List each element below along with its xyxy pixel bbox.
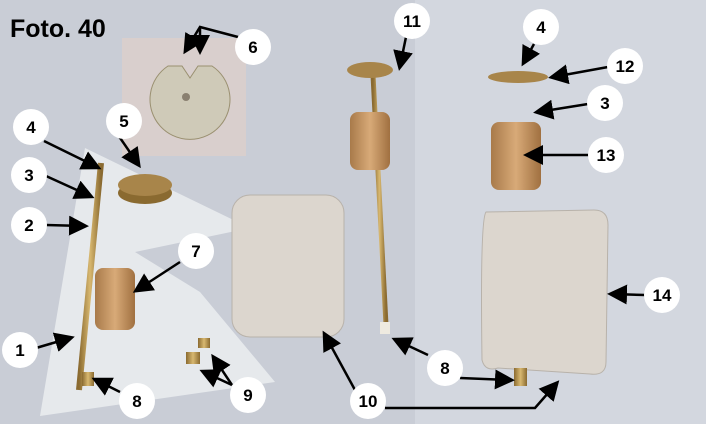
- callout-3-right: 3: [587, 85, 623, 121]
- callout-7: 7: [178, 233, 214, 269]
- svg-text:9: 9: [243, 386, 252, 405]
- callout-9: 9: [230, 377, 266, 413]
- brass-disc: [149, 65, 231, 140]
- callout-4-right: 4: [523, 9, 559, 45]
- callout-2: 2: [11, 207, 47, 243]
- callout-6: 6: [235, 29, 271, 65]
- svg-text:10: 10: [359, 392, 378, 411]
- svg-text:6: 6: [248, 38, 257, 57]
- callout-1: 1: [2, 332, 38, 368]
- callout-8-left: 8: [119, 383, 155, 419]
- svg-text:7: 7: [191, 242, 200, 261]
- svg-text:12: 12: [616, 57, 635, 76]
- svg-text:14: 14: [653, 286, 672, 305]
- center-wood: [350, 112, 390, 170]
- callout-13: 13: [588, 137, 624, 173]
- wood-cylinder: [95, 268, 135, 330]
- svg-text:11: 11: [403, 12, 421, 31]
- callout-14: 14: [644, 277, 680, 313]
- svg-text:3: 3: [600, 94, 609, 113]
- callout-11: 11: [394, 3, 430, 39]
- plate-10: [231, 194, 345, 338]
- photo-title: Foto. 40: [10, 15, 106, 43]
- nut-9b: [186, 352, 200, 364]
- callout-12: 12: [607, 48, 643, 84]
- svg-text:4: 4: [26, 118, 36, 137]
- brass-rod: [76, 162, 104, 391]
- arrows: [35, 25, 646, 410]
- callout-10: 10: [350, 383, 386, 419]
- svg-text:3: 3: [24, 166, 33, 185]
- svg-text:5: 5: [119, 112, 128, 131]
- center-pulley: [347, 62, 393, 78]
- right-pulley: [488, 71, 548, 83]
- svg-text:2: 2: [24, 216, 33, 235]
- callout-3-left: 3: [11, 157, 47, 193]
- svg-text:8: 8: [132, 392, 141, 411]
- callouts: 6 11 4 12 3 13 14 4 5 3 2 7 1 8 9 10 8: [2, 3, 680, 419]
- callout-5: 5: [106, 103, 142, 139]
- callout-4-left: 4: [13, 109, 49, 145]
- callout-8-right: 8: [427, 350, 463, 386]
- disc-hole: [182, 93, 190, 101]
- svg-text:1: 1: [15, 341, 24, 360]
- svg-text:4: 4: [536, 18, 546, 37]
- svg-text:13: 13: [597, 146, 616, 165]
- nut-8: [82, 372, 94, 386]
- right-wood: [491, 122, 541, 190]
- nut-9a: [198, 338, 210, 348]
- plate-14: [481, 209, 609, 375]
- svg-text:8: 8: [440, 359, 449, 378]
